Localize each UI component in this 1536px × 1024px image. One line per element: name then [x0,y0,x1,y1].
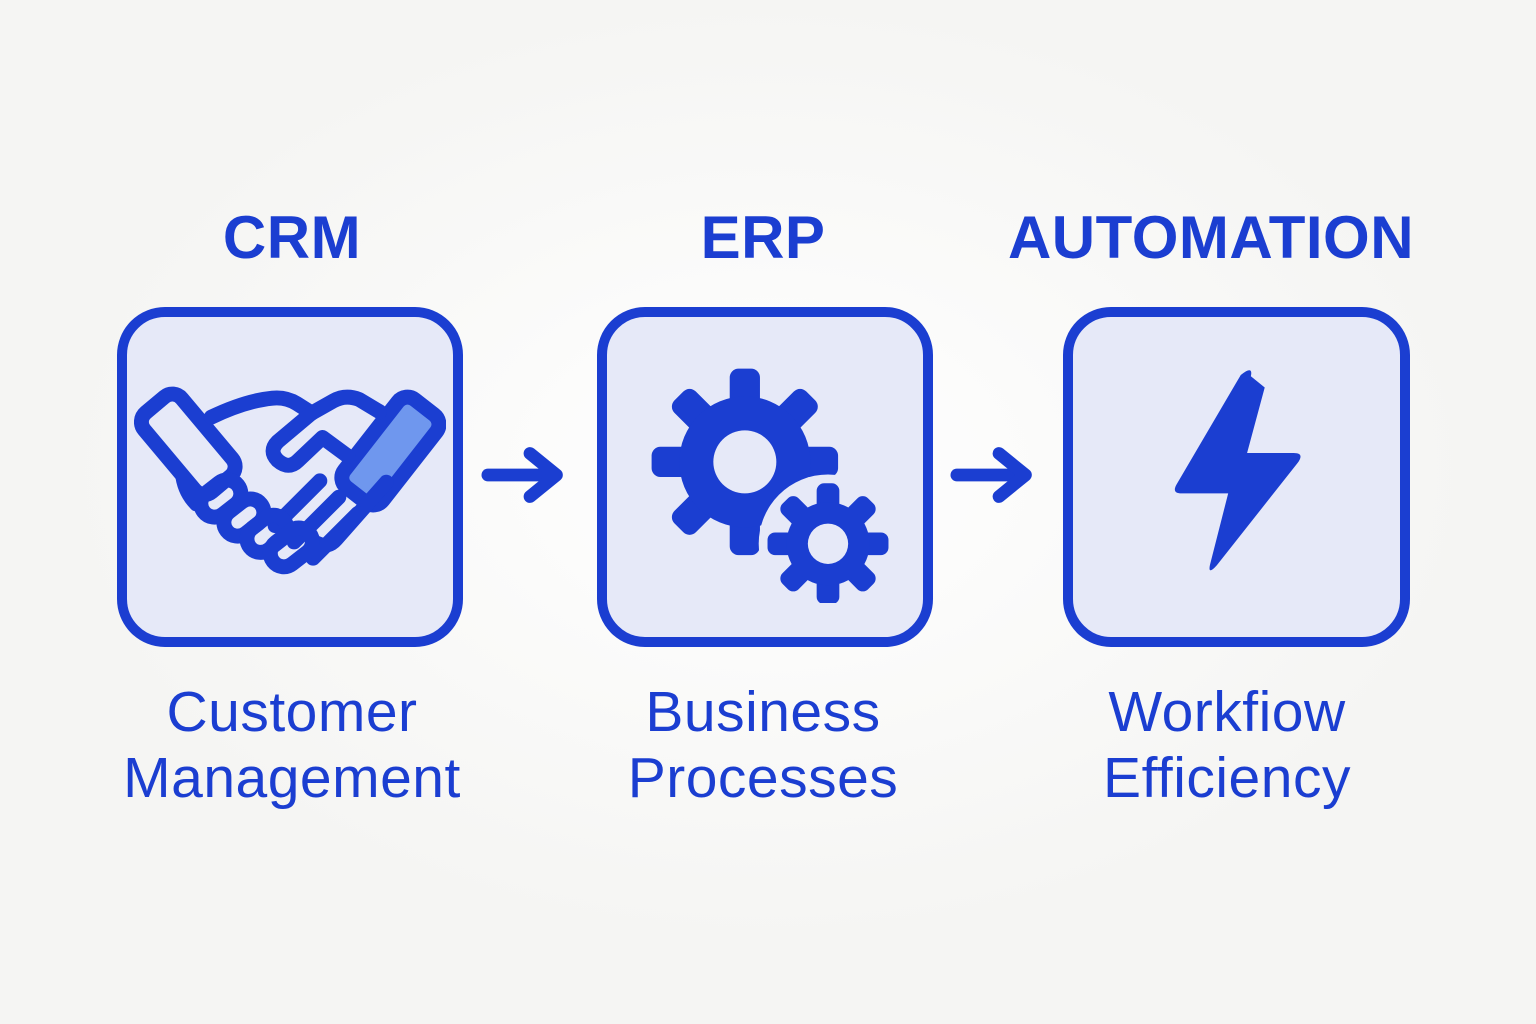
arrow-right-icon [950,444,1048,506]
header-automation: AUTOMATION [1007,204,1415,271]
crm-icon-box [117,307,463,647]
automation-icon-box [1063,307,1410,647]
header-crm: CRM [222,204,362,271]
caption-line: Workfiow [1108,680,1346,744]
caption-workflow-efficiency: Workfiow Efficiency [1103,679,1351,811]
caption-line: Processes [627,746,899,810]
caption-business-processes: Business Processes [628,679,899,811]
caption-line: Management [123,746,461,810]
arrow-right-icon [481,444,579,506]
caption-line: Efficiency [1103,746,1351,810]
caption-line: Customer [166,680,418,744]
erp-icon-box [597,307,933,647]
header-erp: ERP [700,204,826,271]
gears-icon [639,351,891,603]
caption-line: Business [645,680,881,744]
lightning-bolt-icon [1097,351,1377,603]
caption-customer-management: Customer Management [123,679,461,811]
handshake-icon [134,352,446,603]
